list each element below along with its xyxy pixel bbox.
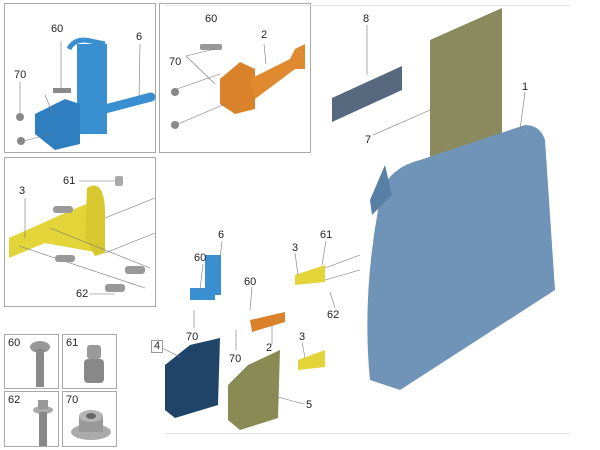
label-4: 4 — [151, 340, 164, 353]
label-3: 3 — [19, 185, 26, 197]
fastener-60: 60 — [4, 334, 59, 389]
label-62: 62 — [76, 288, 89, 300]
fastener-61: 61 — [62, 334, 117, 389]
label-6: 6 — [218, 229, 225, 241]
label-2: 2 — [266, 342, 273, 354]
label-60: 60 — [194, 252, 207, 264]
label-70: 70 — [169, 56, 182, 68]
label-61: 61 — [63, 175, 76, 187]
label-7: 7 — [365, 134, 372, 146]
inset-sensor-assembly: 60 6 70 — [4, 3, 156, 153]
fastener-number: 61 — [66, 337, 79, 349]
door-check-drawing — [171, 43, 305, 129]
label-2: 2 — [261, 29, 268, 41]
label-70: 70 — [229, 353, 242, 365]
label-1: 1 — [522, 81, 529, 93]
sensor-assembly-drawing — [16, 37, 156, 150]
label-70: 70 — [14, 69, 27, 81]
fastener-number: 62 — [8, 394, 21, 406]
flange-bolt-icon — [33, 400, 53, 446]
inset-door-check: 60 2 70 — [159, 3, 311, 153]
label-3: 3 — [292, 242, 299, 254]
label-60: 60 — [51, 23, 64, 35]
inset-hinge: 61 3 62 — [4, 157, 156, 307]
label-70: 70 — [186, 331, 199, 343]
label-60: 60 — [205, 13, 218, 25]
label-62: 62 — [327, 309, 340, 321]
label-8: 8 — [363, 13, 370, 25]
label-60: 60 — [244, 276, 257, 288]
label-3: 3 — [299, 331, 306, 343]
button-head-bolt-icon — [30, 341, 50, 387]
label-6: 6 — [136, 31, 143, 43]
label-61: 61 — [320, 229, 333, 241]
fastener-number: 70 — [66, 394, 79, 406]
fastener-number: 60 — [8, 337, 21, 349]
label-5: 5 — [306, 399, 313, 411]
hinge-drawing — [9, 176, 156, 295]
fastener-62: 62 — [4, 391, 59, 447]
main-exploded-view — [165, 5, 570, 434]
torx-pin-icon — [84, 345, 104, 383]
flange-nut-icon — [71, 410, 111, 440]
fastener-70: 70 — [62, 391, 117, 447]
